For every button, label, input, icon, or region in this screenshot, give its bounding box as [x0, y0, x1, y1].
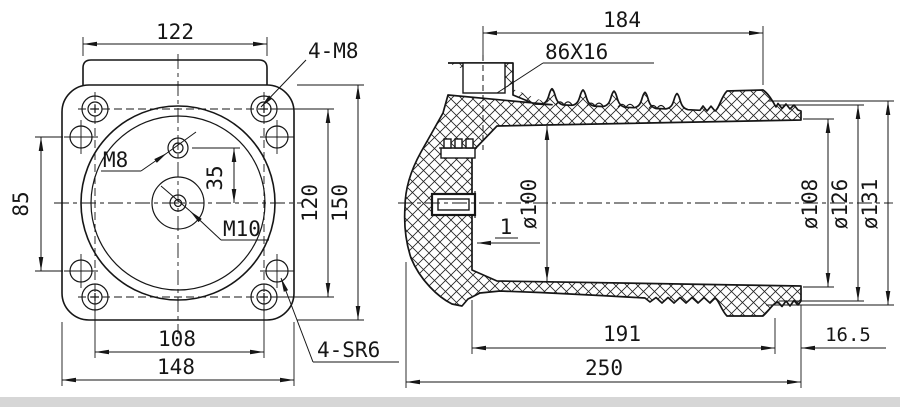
m10-insert [430, 191, 477, 218]
m10-label: M10 [223, 217, 261, 241]
dim-120-label: 120 [298, 184, 322, 222]
dim-148: 148 [61, 322, 295, 386]
side-holes-4xSR6 [64, 120, 294, 288]
section-view: 184 86X16 ø100 1 ø108 ø126 [398, 8, 894, 388]
dim-1: 1 [477, 215, 540, 246]
dim-35: 35 [192, 147, 240, 203]
m8-label: M8 [103, 148, 128, 172]
dim-108: 108 [94, 302, 265, 358]
side-holes-label: 4-SR6 [317, 338, 380, 362]
dim-d126: ø126 [779, 104, 864, 302]
dim-d131-label: ø131 [858, 179, 882, 230]
dim-150: 150 [297, 84, 364, 321]
dim-122: 122 [82, 20, 268, 56]
top-tab [82, 59, 268, 85]
dim-250: 250 [405, 262, 801, 388]
dim-d100-label: ø100 [517, 179, 541, 230]
dim-184-label: 184 [603, 8, 641, 32]
dim-184: 184 [482, 8, 764, 85]
dim-191-label: 191 [603, 322, 641, 346]
label-86x16: 86X16 [496, 40, 654, 94]
front-centerlines [54, 54, 302, 334]
dim-16-5: 16.5 [800, 305, 886, 388]
dim-108-label: 108 [158, 327, 196, 351]
dim-250-label: 250 [585, 356, 623, 380]
slot-label: 86X16 [545, 40, 608, 64]
dim-150-label: 150 [328, 184, 352, 222]
front-view: 122 85 35 120 150 108 [9, 20, 399, 386]
dim-85-label: 85 [9, 191, 33, 216]
dim-85: 85 [9, 136, 63, 272]
dim-d108: ø108 [798, 118, 834, 288]
dim-d126-label: ø126 [828, 179, 852, 230]
dim-122-label: 122 [156, 20, 194, 44]
dim-35-label: 35 [203, 165, 227, 190]
corner-holes-label: 4-M8 [308, 39, 359, 63]
dim-d108-label: ø108 [798, 179, 822, 230]
dim-1-label: 1 [500, 215, 513, 239]
slot-86x16 [462, 62, 506, 94]
dim-148-label: 148 [157, 355, 195, 379]
label-4-SR6: 4-SR6 [280, 277, 399, 363]
dim-120: 120 [272, 108, 334, 298]
surface-ripple [555, 101, 666, 110]
m8-insert [439, 138, 477, 159]
dim-d100: ø100 [517, 126, 550, 281]
dim-191: 191 [471, 300, 776, 354]
label-M10: M10 [160, 185, 269, 241]
insulator-section-body [403, 62, 802, 317]
label-4-M8: 4-M8 [260, 39, 359, 108]
section-centerlines [398, 55, 893, 204]
dim-d131: ø131 [766, 100, 894, 306]
scan-edge-bar [0, 397, 900, 407]
dim-16-5-label: 16.5 [825, 324, 871, 346]
label-M8: M8 [101, 131, 197, 172]
